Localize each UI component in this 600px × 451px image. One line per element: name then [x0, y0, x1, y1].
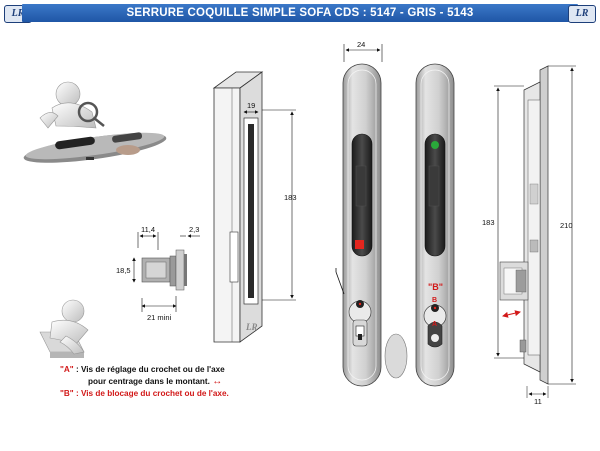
dim-183-side: 183 [482, 218, 495, 227]
dim-21-mini: 21 mini [147, 313, 172, 322]
note-b: "B" : Vis de blocage du crochet ou de l'… [60, 388, 229, 400]
dim-11: 11 [534, 397, 542, 406]
dim-210: 210 [560, 221, 573, 230]
lock-side-view: 183 210 11 [482, 65, 576, 406]
label-b: B [432, 297, 437, 304]
dim-183-profile: 183 [284, 193, 297, 202]
adjust-arrow-icon [502, 310, 521, 318]
dim-18-5: 18,5 [116, 266, 131, 275]
dim-11-4: 11,4 [141, 225, 155, 234]
note-a-text: : Vis de réglage du crochet ou de l'axe [73, 365, 225, 374]
brand-logo-right: LR [568, 5, 596, 23]
dim-24: 24 [357, 40, 365, 49]
lock-plate-front: 24 [335, 40, 383, 387]
note-b-key: "B" [60, 389, 74, 398]
title-banner: LR SERRURE COQUILLE SIMPLE SOFA CDS : 51… [0, 4, 600, 24]
title-bar [22, 4, 578, 22]
lock-plate-rear: "B" B A [415, 63, 455, 387]
double-arrow-icon: ↔ [212, 376, 223, 387]
figure-inspecting-lock [23, 81, 167, 163]
notes-legend: "A" : Vis de réglage du crochet ou de l'… [60, 364, 229, 400]
label-a: A [432, 321, 437, 328]
note-b-text: : Vis de blocage du crochet ou de l'axe. [73, 389, 229, 398]
note-a-key: "A" [60, 365, 74, 374]
green-indicator-icon [431, 141, 439, 149]
note-a-continued: pour centrage dans le montant. ↔ [60, 376, 229, 388]
label-b-quoted: "B" [428, 282, 443, 292]
note-a-text2: pour centrage dans le montant. [88, 377, 210, 386]
oval-cover [384, 333, 408, 379]
figure-leaning [39, 299, 89, 358]
dim-19: 19 [247, 101, 255, 110]
dim-2-3: 2,3 [189, 225, 199, 234]
page-title: SERRURE COQUILLE SIMPLE SOFA CDS : 5147 … [126, 7, 474, 19]
red-indicator-icon [355, 240, 364, 249]
note-a: "A" : Vis de réglage du crochet ou de l'… [60, 364, 229, 376]
latch-side-detail: 11,4 2,3 18,5 21 mini [116, 225, 200, 322]
profile-logo: LR [245, 322, 258, 332]
door-profile: LR 19 183 [212, 71, 297, 343]
